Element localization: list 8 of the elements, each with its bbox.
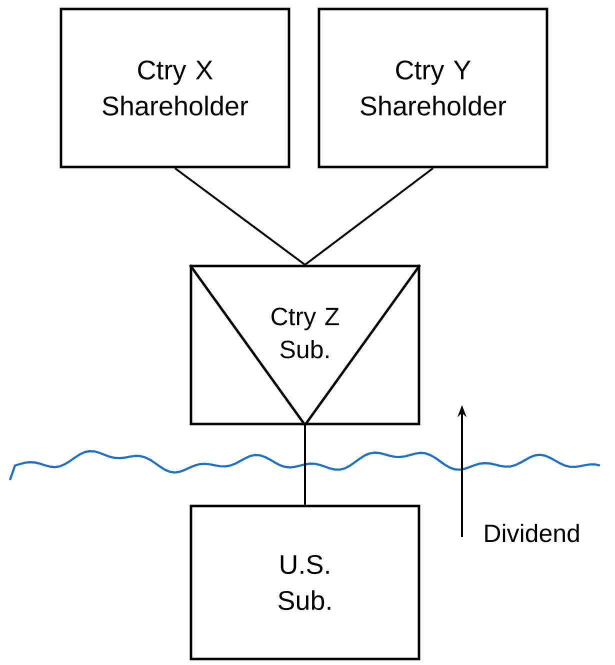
entity-box: Ctry X Shareholder xyxy=(60,8,290,168)
entity-box: U.S. Sub. xyxy=(190,504,420,660)
connector-line xyxy=(304,167,434,266)
triangle-box: Ctry Z Sub. xyxy=(188,264,422,426)
entity-box: Ctry Y Shareholder xyxy=(318,8,548,168)
connector-line xyxy=(304,425,306,505)
connector-line xyxy=(174,167,306,266)
arrow-label: Dividend xyxy=(485,524,579,542)
